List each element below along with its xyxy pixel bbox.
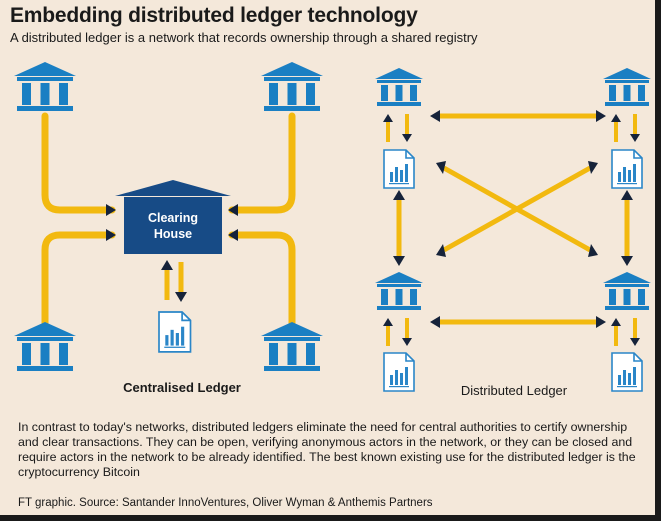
explanatory-paragraph: In contrast to today's networks, distrib… xyxy=(18,420,636,479)
node-top-right xyxy=(603,68,651,189)
bank-icon-node-bottom-left xyxy=(375,272,423,310)
distributed-arrowheads xyxy=(393,110,633,328)
distributed-connectors xyxy=(396,113,630,325)
source-credit: FT graphic. Source: Santander InnoVentur… xyxy=(18,497,433,509)
centralised-arrowheads xyxy=(106,204,238,241)
bank-icon-node-bottom-right xyxy=(603,272,651,310)
node-top-left xyxy=(375,68,423,189)
node-bottom-right xyxy=(603,272,651,392)
figure-title: Embedding distributed ledger technology xyxy=(10,4,418,27)
bank-icon-top-right xyxy=(261,62,323,111)
figure-subtitle: A distributed ledger is a network that r… xyxy=(10,30,478,45)
distributed-caption: Distributed Ledger xyxy=(461,383,568,398)
bank-icon-top-left xyxy=(14,62,76,111)
hub-label-line2: House xyxy=(154,227,192,241)
centralised-ledger-panel: Clearing House Centralised Ledger xyxy=(14,62,323,395)
centralised-caption: Centralised Ledger xyxy=(123,380,241,395)
node-bottom-left xyxy=(375,272,423,392)
document-icon-node-top-left xyxy=(383,149,415,189)
centralised-connectors xyxy=(41,112,296,327)
distributed-ledger-panel: Distributed Ledger xyxy=(375,68,651,398)
hub-label-line1: Clearing xyxy=(148,211,198,225)
bank-icon-node-top-left xyxy=(375,68,423,106)
bank-icon-bottom-right xyxy=(261,322,323,371)
hub-document-exchange xyxy=(161,260,187,302)
document-icon-node-top-right xyxy=(611,149,643,189)
bank-icon-bottom-left xyxy=(14,322,76,371)
bank-icon-node-top-right xyxy=(603,68,651,106)
document-icon-node-bottom-left xyxy=(383,352,415,392)
document-icon-node-bottom-right xyxy=(611,352,643,392)
ledger-document-icon xyxy=(158,311,192,353)
ledger-diagram: Clearing House Centralised Ledger xyxy=(14,62,651,398)
clearing-house-icon: Clearing House xyxy=(115,180,231,254)
